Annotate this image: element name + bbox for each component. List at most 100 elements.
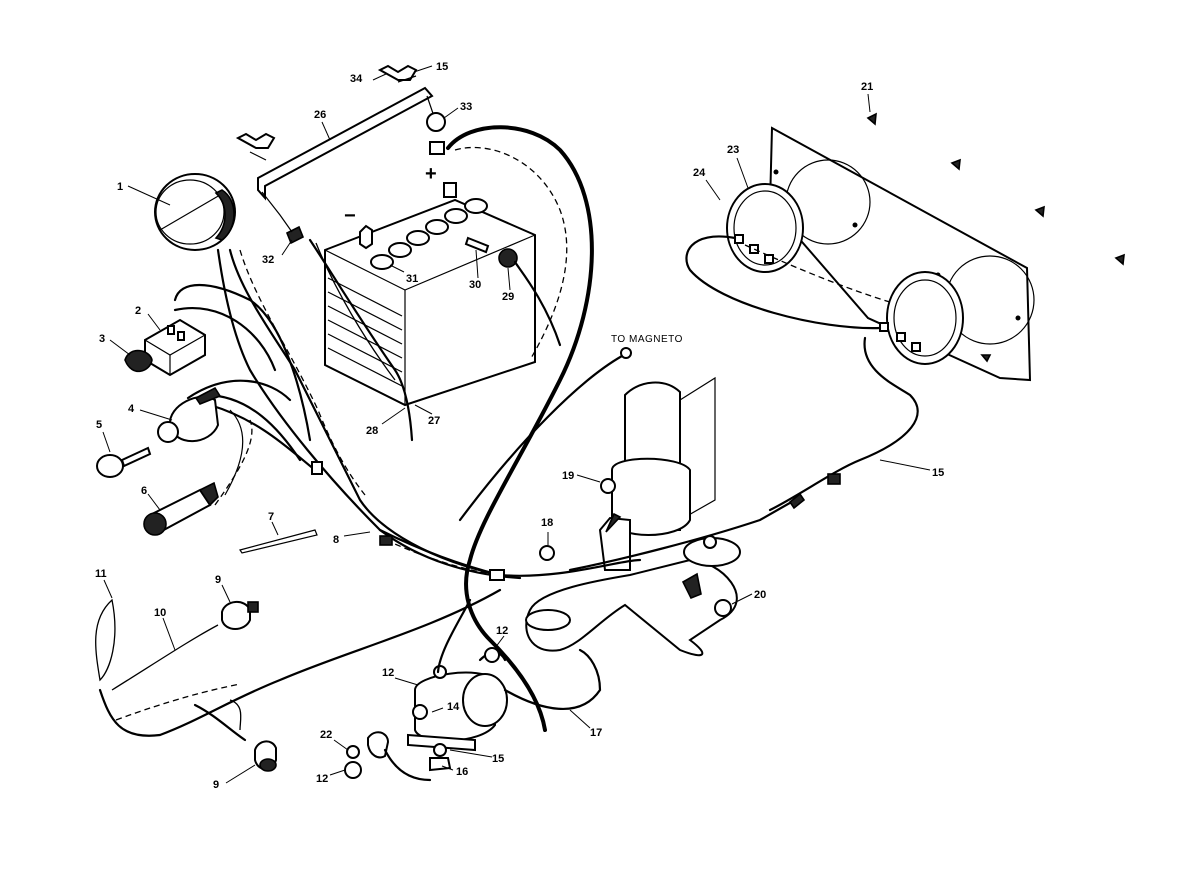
nut-33 [426, 112, 446, 132]
washer-15-top [397, 75, 417, 83]
callout-34: 34 [350, 73, 363, 85]
key-switch-2 [144, 318, 206, 377]
harness-lower-dashed [115, 683, 241, 721]
lug-cable [383, 748, 432, 782]
light-switch-6 [143, 481, 219, 536]
callout-24: 24 [693, 167, 706, 179]
harness-clip [489, 569, 505, 581]
battery-lead-29 [513, 260, 562, 347]
ignition-switch-4 [157, 386, 222, 443]
gauge-wire-loop [685, 235, 882, 330]
callout-30: 30 [469, 279, 481, 291]
magneto-terminal [605, 512, 622, 533]
callout-5: 5 [96, 419, 102, 431]
cable-17 [503, 648, 602, 711]
knob-3 [124, 349, 153, 373]
callout-7: 7 [268, 511, 274, 523]
engine-stud [703, 535, 717, 549]
light-switch-lead [224, 409, 244, 496]
callout-28: 28 [366, 425, 378, 437]
switch-lead-2 [173, 307, 277, 372]
light-switch-lead-dashed [214, 419, 253, 506]
ground-lead-terminal [788, 492, 806, 510]
safety-switch-lead-2 [229, 699, 242, 731]
callout-labels: 1 2 3 4 5 6 7 8 9 9 10 11 12 12 12 14 15… [95, 61, 944, 791]
harness-to-engine-dashed [385, 539, 511, 578]
callout-15-top: 15 [436, 61, 448, 73]
callout-19: 19 [562, 470, 574, 482]
cable-sheath-dashed [454, 146, 568, 361]
harness-lower [98, 588, 502, 737]
washer-15-solenoid [433, 743, 447, 757]
gauge-right [879, 271, 964, 365]
magneto-stud [600, 478, 616, 494]
harness-clip-3 [379, 535, 393, 546]
engine-housing [525, 376, 741, 657]
callout-20: 20 [754, 589, 766, 601]
nut-12-solenoid [484, 647, 500, 663]
safety-switch-9-lower [254, 740, 277, 772]
callout-11: 11 [95, 568, 107, 580]
to-magneto-label: TO MAGNETO [611, 334, 683, 345]
nut-20 [714, 599, 732, 617]
nut-18 [539, 545, 555, 561]
callout-16: 16 [456, 766, 468, 778]
callout-1: 1 [117, 181, 123, 193]
harness-dashed [239, 249, 366, 496]
key-5 [96, 446, 152, 478]
magneto-lead [458, 354, 624, 522]
terminal-32 [285, 225, 305, 245]
ammeter-gauge-1 [154, 173, 236, 251]
callout-2: 2 [135, 305, 141, 317]
lug [367, 731, 390, 759]
callout-26: 26 [314, 109, 326, 121]
wire-7 [239, 529, 318, 554]
battery-bolt-30 [464, 236, 490, 254]
callout-18: 18 [541, 517, 553, 529]
callout-21: 21 [861, 81, 873, 93]
harness-secondary [228, 248, 502, 577]
callout-14: 14 [447, 701, 460, 713]
battery-nut-29 [498, 248, 518, 268]
callout-12-lower: 12 [316, 773, 328, 785]
hold-down-bar-26 [257, 86, 434, 201]
harness-clip-2 [311, 461, 323, 475]
callout-27: 27 [428, 415, 440, 427]
negative-cable-inner [315, 242, 396, 381]
callout-17: 17 [590, 727, 602, 739]
callout-8: 8 [333, 534, 339, 546]
starter-switch-lead-2 [203, 393, 302, 462]
gauge-left [726, 183, 804, 273]
nut-12-lower [344, 761, 362, 779]
callout-22: 22 [320, 729, 332, 741]
callout-29: 29 [502, 291, 514, 303]
harness-main [216, 248, 522, 580]
washer-left [249, 151, 267, 161]
callout-3: 3 [99, 333, 105, 345]
callout-6: 6 [141, 485, 147, 497]
starter-switch-lead-3 [186, 379, 292, 402]
starter-solenoid [407, 665, 508, 752]
safety-switch-lead [193, 703, 247, 742]
callout-12-solenoid-top: 12 [382, 667, 394, 679]
wing-nut-34 [377, 64, 418, 81]
ground-terminal [681, 572, 702, 600]
ground-lead [568, 498, 797, 572]
panel-screws [866, 112, 1125, 363]
wire-10 [111, 624, 219, 691]
callout-9-upper: 9 [215, 574, 221, 586]
callout-31: 31 [406, 273, 418, 285]
lockwasher-22 [346, 745, 360, 759]
callout-9-lower: 9 [213, 779, 219, 791]
gauge-connector [827, 473, 841, 485]
magneto-lead-terminal [620, 347, 632, 359]
solenoid-lead [436, 598, 472, 674]
callout-10: 10 [154, 607, 166, 619]
callout-15-solenoid: 15 [492, 753, 504, 765]
callout-12-nut: 12 [496, 625, 508, 637]
callout-33: 33 [460, 101, 472, 113]
safety-switch-9-upper [221, 601, 259, 630]
hold-down-rod-left [261, 191, 293, 233]
wing-nut-left [235, 132, 276, 149]
